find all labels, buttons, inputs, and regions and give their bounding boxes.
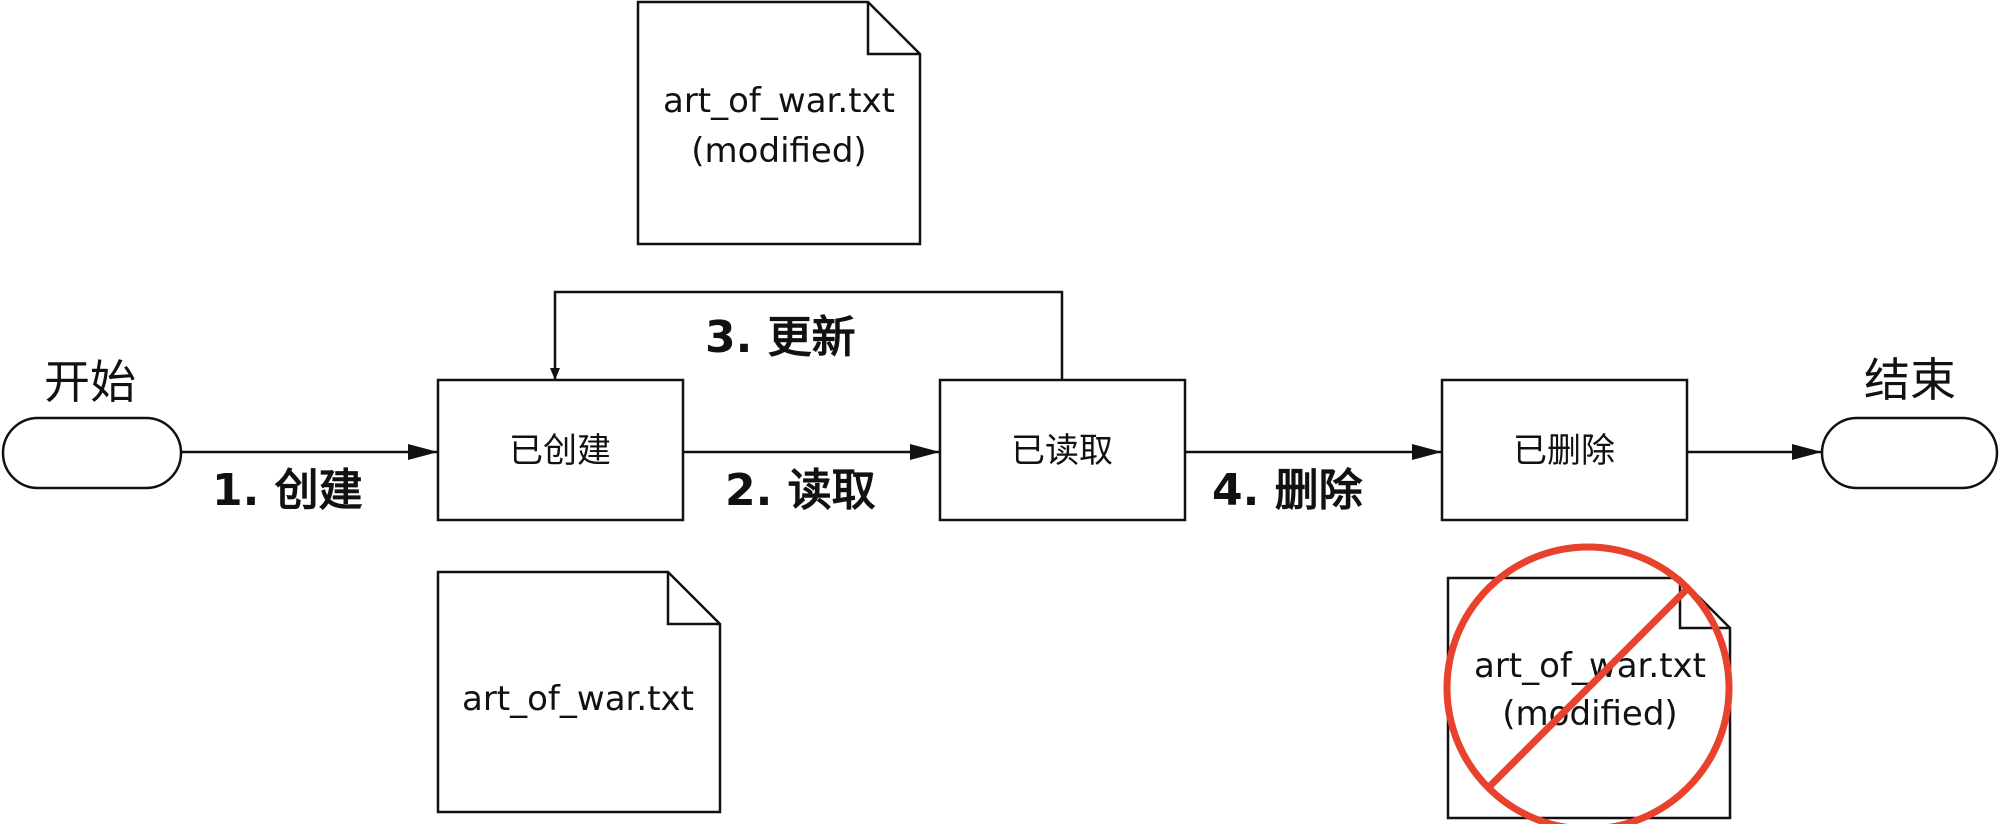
document-created-file [436, 570, 722, 814]
end-terminal [1820, 416, 1999, 490]
start-terminal [1, 416, 183, 490]
state-created-box [436, 378, 685, 522]
arrow-update-loop [550, 290, 1064, 380]
transition-update-label: 3. 更新 [705, 312, 856, 363]
state-deleted-label: 已删除 [1513, 431, 1615, 471]
document-modified-file [636, 0, 922, 246]
transition-read-label: 2. 读取 [725, 465, 876, 516]
end-label: 结束 [1864, 353, 1956, 407]
transition-create-label: 1. 创建 [212, 465, 363, 516]
document-deleted-name: art_of_war.txt [1474, 646, 1706, 686]
state-read-label: 已读取 [1011, 431, 1113, 471]
state-deleted-box [1440, 378, 1689, 522]
prohibition-icon [1443, 543, 1733, 824]
document-deleted-note: (modified) [1502, 694, 1677, 734]
document-modified-note: (modified) [691, 131, 866, 171]
state-read-box [938, 378, 1187, 522]
document-modified-name: art_of_war.txt [663, 81, 895, 121]
document-created-name: art_of_war.txt [462, 679, 694, 719]
transition-delete-label: 4. 删除 [1212, 465, 1364, 516]
start-label: 开始 [44, 355, 136, 409]
state-created-label: 已创建 [509, 431, 611, 471]
